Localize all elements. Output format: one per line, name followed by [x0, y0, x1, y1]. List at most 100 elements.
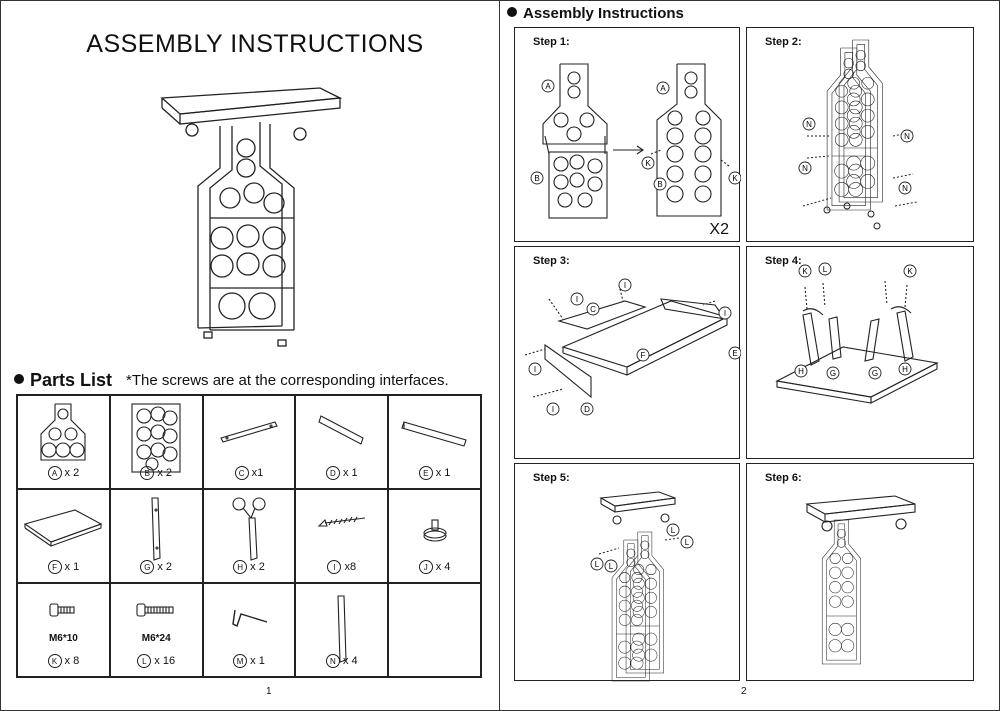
svg-text:A: A	[660, 84, 666, 93]
step-label: Step 5:	[533, 472, 570, 484]
svg-text:F: F	[641, 351, 646, 360]
svg-text:D: D	[584, 405, 590, 414]
part-letter: J	[418, 560, 433, 574]
part-letter: B	[140, 466, 155, 480]
part-count: x 2	[64, 467, 80, 479]
screw-i-icon	[317, 516, 365, 527]
board-d-icon	[318, 415, 364, 445]
svg-text:H: H	[798, 367, 804, 376]
part-count: x 1	[435, 467, 451, 479]
part-count: x 2	[157, 561, 173, 573]
step-2-illustration: N N N N	[798, 39, 918, 230]
part-count: x 1	[250, 655, 265, 667]
part-letter: C	[234, 466, 249, 480]
callout-step3-1: C	[586, 302, 600, 316]
callout-step2-2: N	[798, 161, 812, 175]
svg-text:G: G	[830, 369, 836, 378]
callout-step5-2: L	[666, 523, 680, 537]
callout-step1-5: K	[728, 171, 741, 185]
svg-text:L: L	[671, 526, 676, 535]
svg-text:I: I	[534, 365, 536, 374]
part-letter: F	[47, 560, 62, 574]
part-letter: E	[418, 466, 433, 480]
step-label: Step 6:	[765, 472, 802, 484]
center-frame-b-icon	[131, 403, 181, 473]
svg-text:N: N	[902, 184, 908, 193]
part-count: x 4	[342, 655, 358, 667]
part-letter: I	[327, 560, 342, 574]
hook-leg-h-icon	[232, 497, 266, 561]
bullet-icon	[14, 374, 24, 385]
part-spec: M6*24	[141, 633, 171, 644]
part-letter: K	[47, 654, 62, 668]
svg-text:K: K	[645, 159, 651, 168]
callout-step4-4: G	[826, 366, 840, 380]
leg-g-icon	[151, 497, 161, 561]
foot-pad-j-icon	[423, 519, 447, 542]
part-count: x 2	[157, 467, 173, 479]
callout-step2-3: N	[898, 181, 912, 195]
svg-text:N: N	[904, 132, 910, 141]
callout-step3-3: I	[718, 306, 732, 320]
callout-step1-3: K	[641, 156, 655, 170]
svg-text:G: G	[872, 369, 878, 378]
svg-text:L: L	[823, 265, 828, 274]
parts-list-heading: Parts List	[14, 370, 112, 391]
svg-text:K: K	[732, 174, 738, 183]
callout-step3-2: I	[618, 278, 632, 292]
callout-step5-0: L	[590, 557, 604, 571]
svg-text:L: L	[685, 538, 690, 547]
callout-step1-2: A	[656, 81, 670, 95]
part-letter: L	[137, 654, 152, 668]
callout-step3-4: F	[636, 348, 650, 362]
part-letter: M	[233, 654, 248, 668]
callout-step1-1: B	[530, 171, 544, 185]
bolt-k-icon	[49, 603, 75, 617]
callout-step4-1: L	[818, 262, 832, 276]
svg-text:L: L	[595, 560, 600, 569]
svg-text:C: C	[590, 305, 596, 314]
svg-text:K: K	[802, 267, 808, 276]
part-count: x 1	[342, 467, 358, 479]
svg-text:K: K	[907, 267, 913, 276]
part-count: x 1	[64, 561, 80, 573]
part-letter: A	[47, 466, 62, 480]
callout-step3-8: D	[580, 402, 594, 416]
svg-text:B: B	[534, 174, 539, 183]
tray-panel-f-icon	[24, 509, 103, 547]
part-count: x 16	[154, 655, 176, 667]
part-cell-empty	[388, 583, 481, 677]
page-number: 1	[266, 686, 272, 697]
step-label: Step 3:	[533, 255, 570, 267]
part-count: x 4	[435, 561, 451, 573]
parts-list-note: *The screws are at the corresponding int…	[126, 372, 449, 389]
part-count: x8	[344, 561, 357, 573]
callout-step3-5: E	[728, 346, 741, 360]
svg-text:E: E	[732, 349, 737, 358]
svg-text:N: N	[806, 120, 812, 129]
